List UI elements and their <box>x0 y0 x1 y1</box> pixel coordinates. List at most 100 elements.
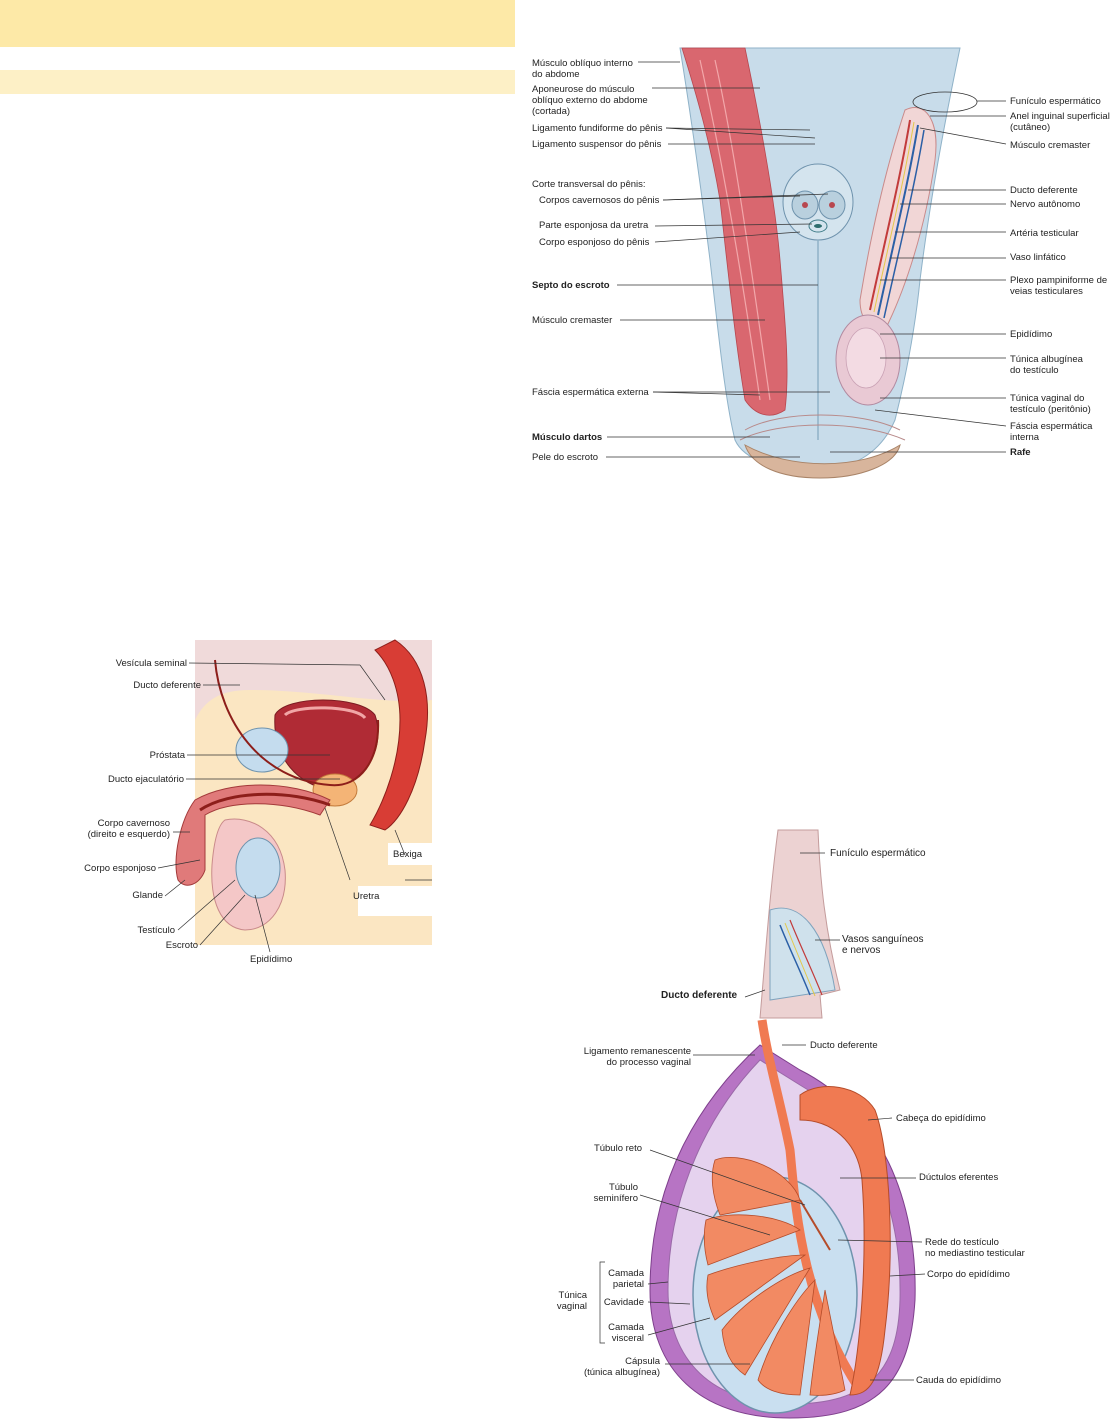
label-text: Escroto <box>165 940 198 951</box>
label-text: Músculo oblíquo interno do abdome <box>532 58 633 80</box>
label-vesicula-seminal: Vesícula seminal <box>80 658 187 669</box>
label-corpos-cavernosos: Corpos cavernosos do pênis <box>539 195 659 206</box>
label-corpo-cavernoso: Corpo cavernoso (direito e esquerdo) <box>60 818 170 840</box>
label-ducto-deferente-1: Ducto deferente <box>1010 185 1078 196</box>
label-nervo-autonomo: Nervo autônomo <box>1010 199 1080 210</box>
label-text: Próstata <box>149 750 185 761</box>
label-text: Corpo cavernoso (direito e esquerdo) <box>87 818 170 840</box>
label-text: Fáscia espermática externa <box>532 387 649 398</box>
label-glande: Glande <box>100 890 163 901</box>
label-text: Túbulo reto <box>593 1143 642 1154</box>
label-funiculo-espermatico: Funículo espermático <box>1010 96 1101 107</box>
label-text: Corpos cavernosos do pênis <box>539 195 660 206</box>
label-text: Ducto ejaculatório <box>107 774 184 785</box>
label-text: Aponeurose do músculo oblíquo externo do… <box>532 84 648 117</box>
label-text: Epidídimo <box>1010 329 1053 340</box>
label-text: Corte transversal do pênis: <box>532 179 646 190</box>
label-text: Túnica vaginal <box>556 1290 587 1312</box>
label-funiculo-espermatico-2: Funículo espermático <box>830 848 926 859</box>
label-aponeurose: Aponeurose do músculo oblíquo externo do… <box>532 84 648 117</box>
label-septo-escroto: Septo do escroto <box>532 280 610 291</box>
label-musculo-cremaster-right: Músculo cremaster <box>1010 140 1090 151</box>
label-rafe: Rafe <box>1010 447 1031 458</box>
label-musculo-obliquo-interno: Músculo oblíquo interno do abdome <box>532 58 633 80</box>
label-ducto-ejaculatorio: Ducto ejaculatório <box>80 774 184 785</box>
label-text: Vesícula seminal <box>115 658 187 669</box>
label-text: Parte esponjosa da uretra <box>539 220 649 231</box>
label-text: Epidídimo <box>250 954 293 965</box>
label-text: Ducto deferente <box>133 680 201 691</box>
label-text: Camada parietal <box>608 1268 644 1290</box>
label-ducto-deferente-4: Ducto deferente <box>810 1040 878 1051</box>
label-text: Músculo dartos <box>532 432 603 443</box>
label-text: Testículo <box>137 925 176 936</box>
label-text: Músculo cremaster <box>1010 140 1091 151</box>
label-tunica-albuginea-1: Túnica albugínea do testículo <box>1010 354 1083 376</box>
label-prostata: Próstata <box>80 750 185 761</box>
label-text: Anel inguinal superficial (cutâneo) <box>1010 111 1110 133</box>
label-corpo-esponjoso-2: Corpo esponjoso <box>60 863 156 874</box>
label-epididimo-1: Epidídimo <box>1010 329 1052 340</box>
label-camada-visceral: Camada visceral <box>580 1322 644 1344</box>
label-text: Ligamento remanescente do processo vagin… <box>583 1046 691 1068</box>
label-ligamento-remanescente: Ligamento remanescente do processo vagin… <box>560 1046 691 1068</box>
label-text: Túbulo seminífero <box>593 1182 638 1204</box>
label-text: Rafe <box>1010 447 1031 458</box>
label-tubulo-seminifero: Túbulo seminífero <box>560 1182 638 1204</box>
label-text: Funículo espermático <box>830 848 926 859</box>
label-corpo-esponjoso: Corpo esponjoso do pênis <box>539 237 649 248</box>
label-fascia-espermatica-interna: Fáscia espermática interna <box>1010 421 1092 443</box>
label-pele-escroto: Pele do escroto <box>532 452 598 463</box>
label-text: Corpo esponjoso <box>84 863 156 874</box>
label-cauda-epididimo: Cauda do epidídimo <box>916 1375 1001 1386</box>
label-parte-esponjosa-uretra: Parte esponjosa da uretra <box>539 220 648 231</box>
label-text: Camada visceral <box>608 1322 644 1344</box>
label-text: Túnica vaginal do testículo (peritônio) <box>1010 393 1091 415</box>
label-ducto-deferente-2: Ducto deferente <box>80 680 201 691</box>
label-ligamento-suspensor: Ligamento suspensor do pênis <box>532 139 661 150</box>
label-text: Septo do escroto <box>532 280 610 291</box>
label-tubulo-reto: Túbulo reto <box>560 1143 642 1154</box>
scrotum-anatomy-illustration <box>606 47 1007 479</box>
label-text: Uretra <box>353 891 380 902</box>
label-text: Ligamento suspensor do pênis <box>532 139 662 150</box>
label-ligamento-fundiforme: Ligamento fundiforme do pênis <box>532 123 662 134</box>
label-text: Cápsula (túnica albugínea) <box>583 1356 660 1378</box>
label-musculo-cremaster-left: Músculo cremaster <box>532 315 612 326</box>
label-tunica-vaginal-1: Túnica vaginal do testículo (peritônio) <box>1010 393 1091 415</box>
label-arteria-testicular: Artéria testicular <box>1010 228 1079 239</box>
label-text: Glande <box>132 890 163 901</box>
label-rede-testiculo: Rede do testículo no mediastino testicul… <box>925 1237 1025 1259</box>
label-text: Ducto deferente <box>810 1040 878 1051</box>
label-cabeca-epididimo: Cabeça do epidídimo <box>896 1113 986 1124</box>
label-corte-transversal: Corte transversal do pênis: <box>532 179 646 190</box>
label-camada-parietal: Camada parietal <box>580 1268 644 1290</box>
label-text: Cauda do epidídimo <box>916 1375 1002 1386</box>
label-plexo-pampiniforme: Plexo pampiniforme de veias testiculares <box>1010 275 1107 297</box>
label-vasos-sanguineos: Vasos sanguíneos e nervos <box>842 934 924 956</box>
label-text: Vasos sanguíneos e nervos <box>842 934 924 956</box>
label-text: Pele do escroto <box>532 452 599 463</box>
label-musculo-dartos: Músculo dartos <box>532 432 602 443</box>
label-text: Dúctulos eferentes <box>919 1172 999 1183</box>
label-text: Bexiga <box>393 849 423 860</box>
label-text: Fáscia espermática interna <box>1010 421 1093 443</box>
label-text: Músculo cremaster <box>532 315 613 326</box>
label-text: Túnica albugínea do testículo <box>1010 354 1083 376</box>
label-text: Cabeça do epidídimo <box>896 1113 986 1124</box>
label-ductulos-eferentes: Dúctulos eferentes <box>919 1172 998 1183</box>
testis-epididymis-illustration <box>599 1019 926 1419</box>
label-uretra: Uretra <box>353 891 379 902</box>
header-band <box>0 0 515 47</box>
label-text: Ducto deferente <box>661 990 738 1001</box>
label-text: Nervo autônomo <box>1010 199 1081 210</box>
label-text: Rede do testículo no mediastino testicul… <box>925 1237 1025 1259</box>
label-testiculo: Testículo <box>100 925 176 936</box>
label-ducto-deferente-3: Ducto deferente <box>661 990 737 1001</box>
label-text: Artéria testicular <box>1010 228 1079 239</box>
sagittal-pelvis-illustration <box>157 639 432 953</box>
label-text: Ducto deferente <box>1010 185 1078 196</box>
label-text: Corpo do epidídimo <box>927 1269 1010 1280</box>
label-text: Ligamento fundiforme do pênis <box>532 123 663 134</box>
